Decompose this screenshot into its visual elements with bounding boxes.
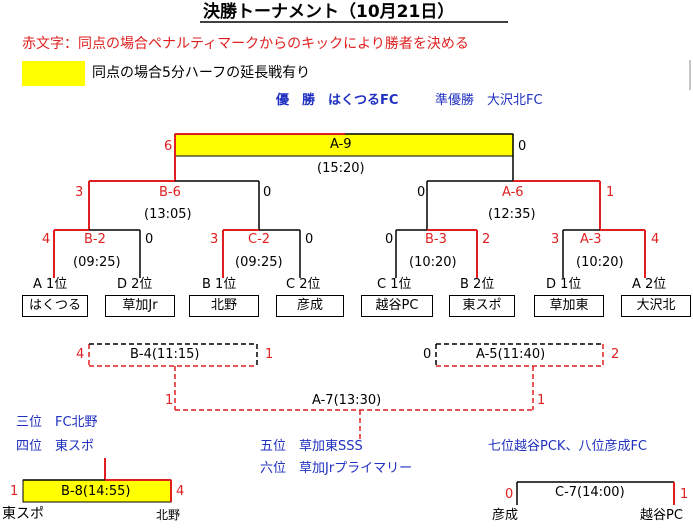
team-box: 東スポ: [449, 295, 515, 317]
page-title: 決勝トーナメント（10月21日）: [203, 2, 455, 22]
match-c7-left-score: 0: [505, 487, 514, 502]
match-b8-label: B-8(14:55): [61, 484, 131, 499]
match-c2-right-score: 0: [305, 232, 314, 247]
fourth-place: 四位 東スポ: [16, 439, 95, 454]
match-a9-time: (15:20): [317, 161, 365, 176]
seed-label: B 1位: [202, 277, 237, 292]
match-b3-right-score: 2: [482, 232, 491, 247]
match-a6-label: A-6: [502, 185, 524, 200]
seed-label: A 2位: [632, 277, 667, 292]
match-b4-label: B-4(11:15): [130, 347, 200, 362]
seed-label: B 2位: [460, 277, 495, 292]
match-a3-time: (10:20): [576, 255, 624, 270]
match-b6-right-score: 0: [263, 185, 272, 200]
yellow-legend-swatch: [22, 61, 85, 86]
match-b6-time: (13:05): [144, 207, 192, 222]
match-b8-left-team: 東スポ: [2, 506, 44, 522]
team-box: 彦成: [276, 295, 344, 317]
fifth-place: 五位 草加東SSS: [260, 439, 363, 454]
match-c7-label: C-7(14:00): [555, 485, 625, 500]
runner-up: 準優勝 大沢北FC: [435, 93, 543, 108]
seed-label: A 1位: [33, 277, 68, 292]
match-b2-time: (09:25): [73, 255, 121, 270]
sixth-place: 六位 草加Jrプライマリー: [260, 461, 413, 476]
match-a7-label: A-7(13:30): [312, 393, 382, 408]
match-a3-right-score: 4: [651, 232, 660, 247]
yellow-note: 同点の場合5分ハーフの延長戦有り: [92, 65, 311, 81]
seed-label: C 1位: [377, 277, 412, 292]
match-c7-right-team: 越谷PC: [640, 508, 683, 523]
match-a3-left-score: 3: [551, 232, 560, 247]
match-b8-left-score: 1: [10, 484, 19, 499]
match-c2-time: (09:25): [235, 255, 283, 270]
match-a7-left-score: 1: [165, 393, 174, 408]
match-c7-right-score: 1: [680, 487, 689, 502]
match-b3-label: B-3: [425, 232, 447, 247]
third-place: 三位 FC北野: [16, 415, 98, 430]
seed-label: C 2位: [286, 277, 321, 292]
match-a5-right-score: 2: [611, 347, 620, 362]
match-c2-left-score: 3: [210, 232, 219, 247]
match-c7-left-team: 彦成: [492, 508, 519, 523]
champion: 優 勝 はくつるFC: [276, 93, 399, 108]
match-b3-left-score: 0: [385, 232, 394, 247]
seventh-eighth-place: 七位越谷PCK、八位彦成FC: [488, 439, 647, 454]
match-a7-right-score: 1: [537, 393, 546, 408]
match-a6-time: (12:35): [488, 207, 536, 222]
team-box: 大沢北: [621, 295, 691, 317]
match-a6-right-score: 1: [606, 185, 615, 200]
match-a9-label: A-9: [330, 137, 352, 152]
match-b6-left-score: 3: [75, 185, 84, 200]
match-b8-right-team: 北野: [156, 508, 181, 522]
match-a3-label: A-3: [580, 232, 602, 247]
team-box: 北野: [189, 295, 259, 317]
team-box: 草加東: [534, 295, 604, 317]
match-a6-left-score: 0: [417, 185, 426, 200]
match-a9-right-score: 0: [518, 139, 527, 154]
match-b3-time: (10:20): [409, 255, 457, 270]
match-b6-label: B-6: [159, 185, 181, 200]
match-b2-left-score: 4: [42, 232, 51, 247]
team-box: 越谷PC: [361, 295, 433, 317]
match-a5-left-score: 0: [423, 347, 432, 362]
match-c2-label: C-2: [248, 232, 271, 247]
team-box: はくつる: [22, 295, 88, 317]
match-a9-left-score: 6: [164, 139, 173, 154]
match-b2-right-score: 0: [145, 232, 154, 247]
match-b4-left-score: 4: [76, 347, 85, 362]
seed-label: D 2位: [117, 277, 153, 292]
seed-label: D 1位: [546, 277, 582, 292]
match-b4-right-score: 1: [265, 347, 274, 362]
team-box: 草加Jr: [105, 295, 175, 317]
match-a5-label: A-5(11:40): [476, 347, 546, 362]
red-text-note: 赤文字：同点の場合ペナルティマークからのキックにより勝者を決める: [22, 36, 469, 52]
match-b8-right-score: 4: [176, 484, 185, 499]
match-b2-label: B-2: [84, 232, 106, 247]
